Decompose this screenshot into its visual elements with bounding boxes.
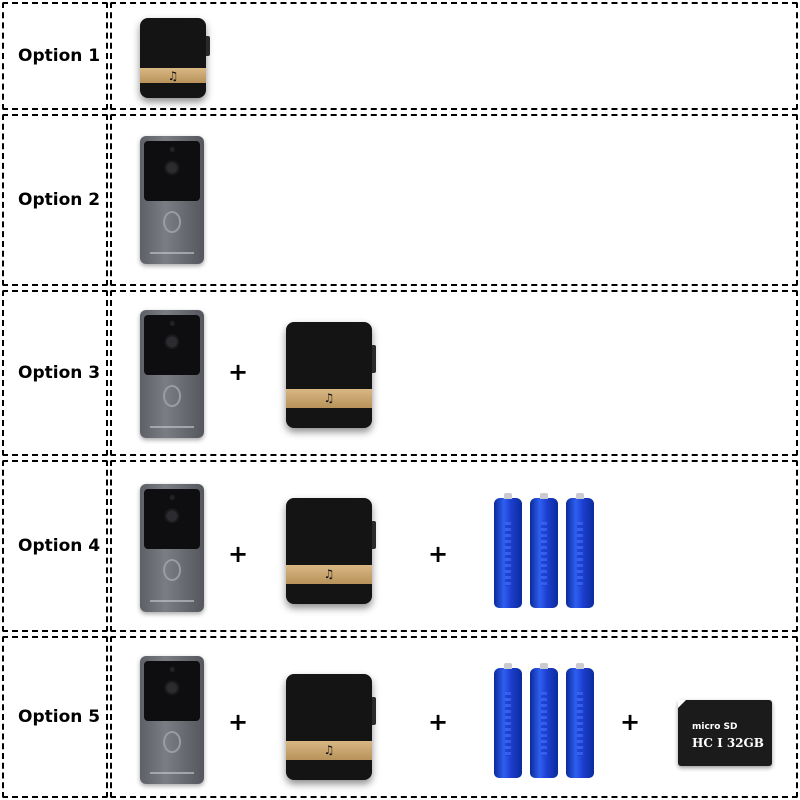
video-doorbell-image: [140, 484, 204, 612]
battery-image: [494, 493, 522, 608]
option-row-4: Option 4 + ♫ +: [0, 458, 800, 634]
sd-brand-text: micro SD: [692, 722, 738, 732]
battery-image: [566, 493, 594, 608]
chime-receiver-image: ♫: [286, 498, 376, 604]
video-doorbell-image: [140, 656, 204, 784]
plus-sign: +: [228, 540, 249, 568]
option-label: Option 3: [2, 290, 108, 456]
option-row-1: Option 1 ♫: [0, 0, 800, 112]
sd-capacity-text: HC I 32GB: [692, 736, 764, 750]
battery-image: [566, 663, 594, 778]
micro-sd-card-image: micro SD HC I 32GB: [678, 700, 772, 766]
music-note-icon: ♫: [286, 564, 372, 584]
plus-sign: +: [228, 358, 249, 386]
option-label: Option 1: [2, 2, 108, 110]
battery-image: [530, 663, 558, 778]
option-content: ♫: [110, 2, 798, 110]
plus-sign: +: [428, 708, 449, 736]
option-row-2: Option 2: [0, 112, 800, 288]
option-content: + ♫ + + micro SD HC I 32GB: [110, 636, 798, 798]
option-content: + ♫: [110, 290, 798, 456]
music-note-icon: ♫: [286, 740, 372, 760]
chime-receiver-image: ♫: [140, 18, 210, 98]
battery-image: [530, 493, 558, 608]
music-note-icon: ♫: [140, 68, 206, 83]
plus-sign: +: [620, 708, 641, 736]
video-doorbell-image: [140, 136, 204, 264]
option-content: [110, 114, 798, 286]
video-doorbell-image: [140, 310, 204, 438]
plus-sign: +: [428, 540, 449, 568]
chime-receiver-image: ♫: [286, 674, 376, 780]
option-content: + ♫ +: [110, 460, 798, 632]
battery-image: [494, 663, 522, 778]
option-row-5: Option 5 + ♫ + + micro SD HC I 32GB: [0, 634, 800, 800]
option-row-3: Option 3 + ♫: [0, 288, 800, 458]
music-note-icon: ♫: [286, 388, 372, 408]
option-label: Option 4: [2, 460, 108, 632]
chime-receiver-image: ♫: [286, 322, 376, 428]
option-label: Option 2: [2, 114, 108, 286]
plus-sign: +: [228, 708, 249, 736]
option-label: Option 5: [2, 636, 108, 798]
